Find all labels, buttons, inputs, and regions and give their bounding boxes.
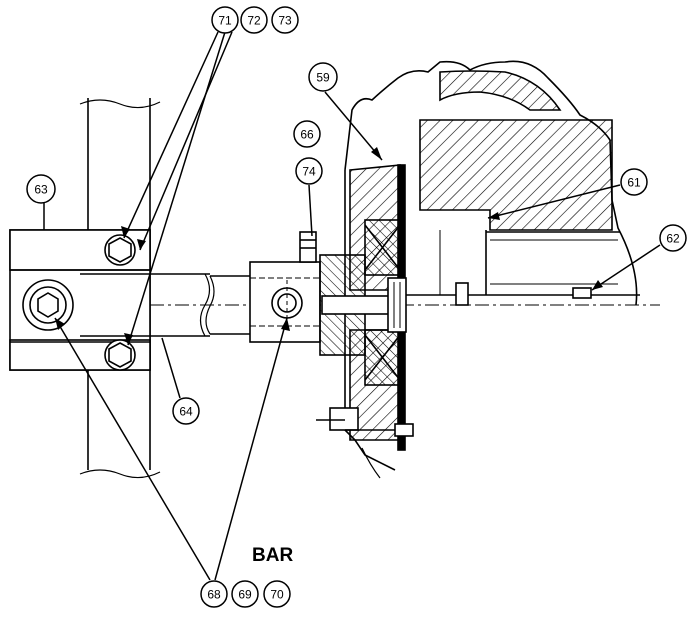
svg-text:71: 71 [218, 14, 232, 28]
callout-72: 72 [240, 6, 268, 34]
callout-61: 61 [620, 168, 648, 196]
svg-text:62: 62 [666, 232, 680, 246]
bottom-bolt [316, 407, 414, 437]
svg-text:74: 74 [302, 165, 316, 179]
svg-text:66: 66 [300, 128, 314, 142]
svg-text:59: 59 [316, 71, 330, 85]
svg-text:63: 63 [34, 183, 48, 197]
leader-arrowheads [55, 147, 603, 345]
callout-64: 64 [172, 397, 200, 425]
hub-bearing [319, 219, 407, 386]
svg-text:68: 68 [207, 588, 221, 602]
svg-text:73: 73 [278, 14, 292, 28]
svg-text:69: 69 [238, 588, 252, 602]
callout-70: 70 [263, 580, 291, 608]
connector-stud [299, 231, 317, 263]
svg-text:72: 72 [247, 14, 261, 28]
callout-73: 73 [271, 6, 299, 34]
callout-74: 74 [295, 157, 323, 185]
callout-59: 59 [308, 62, 338, 92]
callout-62: 62 [659, 224, 687, 252]
svg-text:64: 64 [179, 405, 193, 419]
leader-lines [43, 31, 661, 581]
callout-63: 63 [26, 174, 56, 204]
svg-text:61: 61 [627, 176, 641, 190]
callout-bubbles: 71 72 73 59 66 74 61 62 [26, 6, 687, 608]
clamp-bolts [22, 234, 136, 371]
coupling-block [249, 261, 321, 343]
callout-69: 69 [231, 580, 259, 608]
svg-text:70: 70 [270, 588, 284, 602]
callout-68: 68 [200, 580, 228, 608]
callout-66: 66 [293, 120, 321, 148]
callout-71: 71 [211, 6, 239, 34]
bar-label: BAR [252, 545, 293, 566]
output-shaft [406, 230, 640, 306]
